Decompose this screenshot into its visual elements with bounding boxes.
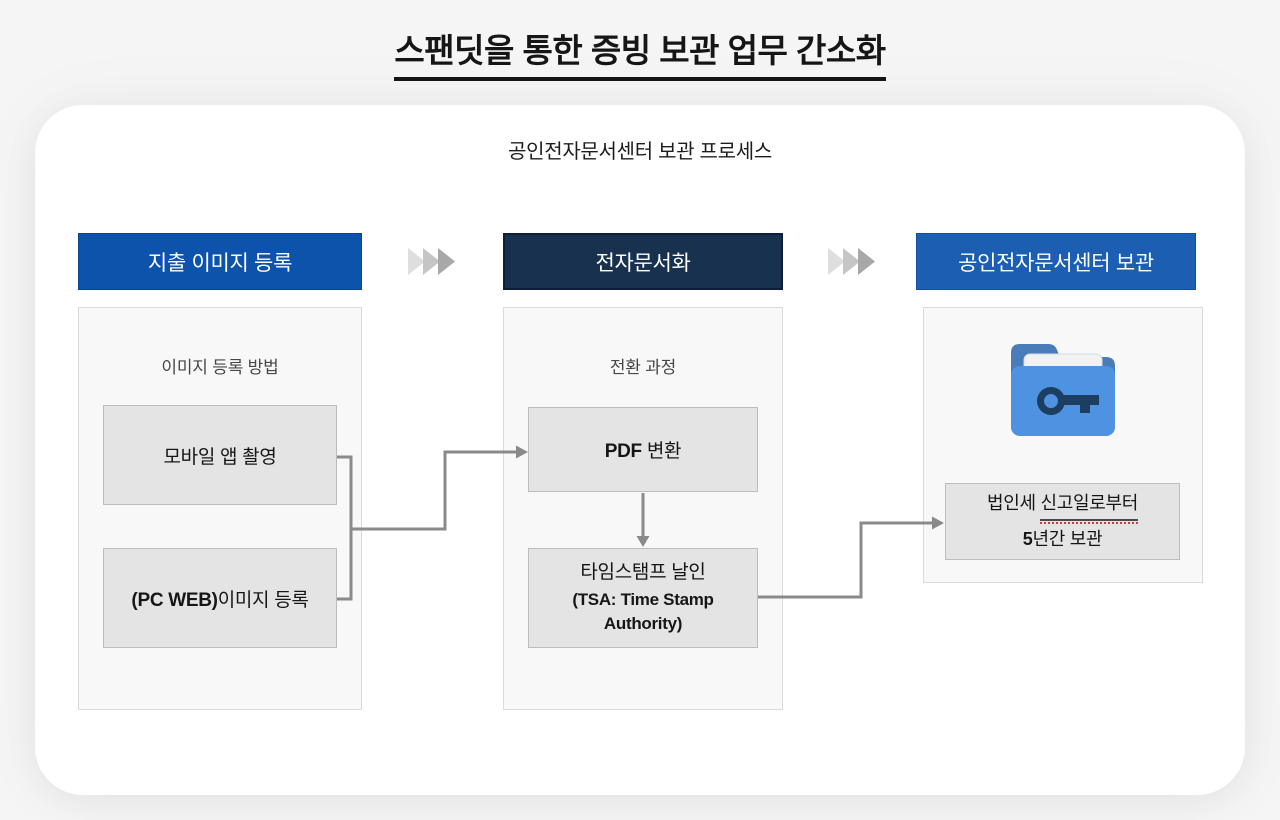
panel-label: 전환 과정 [609,358,677,377]
column-header-electronic-documentation: 전자문서화 [503,233,783,290]
retention-prefix: 법인세 [986,493,1041,514]
box-label: 타임스탬프 날인 [580,562,706,584]
box-retention-5-years: 법인세 신고일로부터 5년간 보관 [945,483,1180,560]
box-label-line1: 법인세 신고일로부터 [987,488,1138,524]
retention-years-bold: 5 [1022,529,1033,549]
box-label-bold: (PC WEB) [131,589,218,611]
column-header-label: 공인전자문서센터 보관 [958,251,1154,275]
triple-chevron-right-icon [828,248,875,275]
retention-marked-text: 신고일로부터 [1040,488,1138,521]
panel-conversion-process: 전환 과정 [503,307,783,710]
spellcheck-underline: 신고일로부터 [1040,488,1138,524]
box-label: PDF 변환 [604,436,682,463]
box-label-rest: 이미지 등록 [217,589,309,611]
panel-image-registration: 이미지 등록 방법 [78,307,362,710]
box-sublabel-line: Authority) [603,614,683,634]
box-pdf-conversion: PDF 변환 [528,407,758,492]
card-subtitle: 공인전자문서센터 보관 프로세스 [508,141,772,163]
page-title-wrap: 스팬딧을 통한 증빙 보관 업무 간소화 [0,24,1280,81]
folder-key-icon [1011,344,1115,436]
column-header-label: 전자문서화 [595,251,691,275]
box-pc-web-image-upload: (PC WEB)이미지 등록 [103,548,337,648]
triple-chevron-right-icon [408,248,455,275]
column-header-expense-image-upload: 지출 이미지 등록 [78,233,362,290]
column-header-label: 지출 이미지 등록 [147,251,293,275]
box-label: (PC WEB)이미지 등록 [131,585,308,612]
retention-rest: 년간 보관 [1032,529,1103,549]
box-label-bold: PDF [604,441,642,462]
column-header-certified-center-storage: 공인전자문서센터 보관 [916,233,1196,290]
box-label: 모바일 앱 촬영 [163,446,277,468]
box-timestamp-seal: 타임스탬프 날인 (TSA: Time Stamp Authority) [528,548,758,648]
box-mobile-app-capture: 모바일 앱 촬영 [103,405,337,505]
page-title: 스팬딧을 통한 증빙 보관 업무 간소화 [394,24,886,81]
box-label-rest: 변환 [641,441,682,462]
panel-label: 이미지 등록 방법 [161,358,279,377]
box-label-line2: 5년간 보관 [1022,524,1103,555]
box-sublabel-line: (TSA: Time Stamp [572,589,714,609]
